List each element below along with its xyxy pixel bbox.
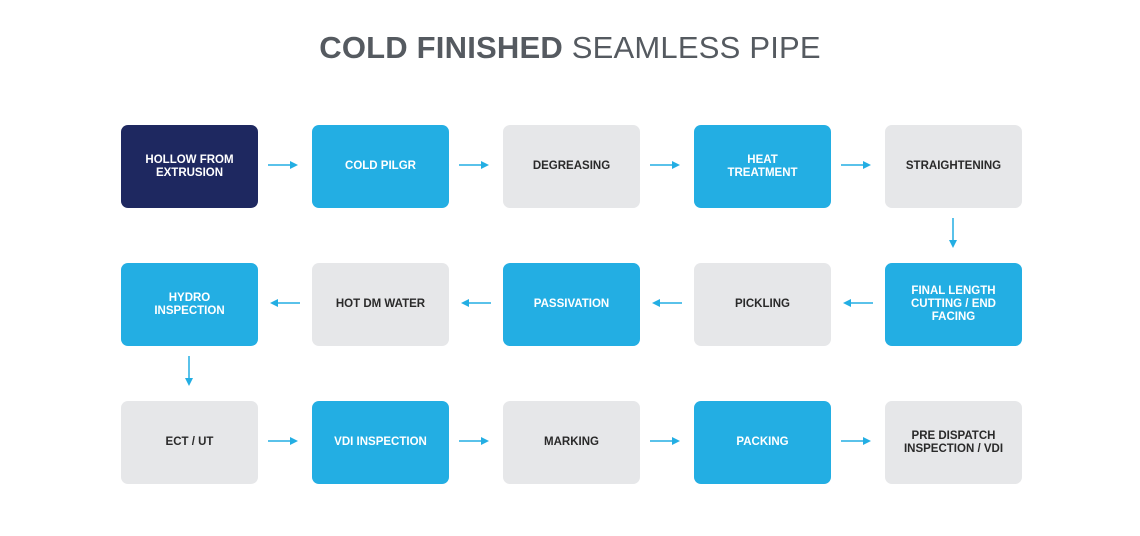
- title-light: SEAMLESS PIPE: [571, 30, 821, 65]
- arrow-right-icon: [268, 160, 298, 170]
- step-pre-dispatch-inspection: PRE DISPATCH INSPECTION / VDI: [885, 401, 1022, 484]
- step-cold-pilgr: COLD PILGR: [312, 125, 449, 208]
- step-packing: PACKING: [694, 401, 831, 484]
- arrow-down-icon: [184, 356, 194, 386]
- arrow-right-icon: [650, 160, 680, 170]
- arrow-left-icon: [270, 298, 300, 308]
- step-hollow-from-extrusion: HOLLOW FROM EXTRUSION: [121, 125, 258, 208]
- arrow-left-icon: [461, 298, 491, 308]
- arrow-right-icon: [268, 436, 298, 446]
- arrow-right-icon: [841, 160, 871, 170]
- step-straightening: STRAIGHTENING: [885, 125, 1022, 208]
- arrow-down-icon: [948, 218, 958, 248]
- arrow-right-icon: [459, 436, 489, 446]
- step-degreasing: DEGREASING: [503, 125, 640, 208]
- arrow-left-icon: [652, 298, 682, 308]
- step-hydro-inspection: HYDRO INSPECTION: [121, 263, 258, 346]
- step-marking: MARKING: [503, 401, 640, 484]
- title-bold: COLD FINISHED: [319, 30, 563, 65]
- arrow-right-icon: [459, 160, 489, 170]
- step-heat-treatment: HEAT TREATMENT: [694, 125, 831, 208]
- arrow-right-icon: [841, 436, 871, 446]
- step-passivation: PASSIVATION: [503, 263, 640, 346]
- step-hot-dm-water: HOT DM WATER: [312, 263, 449, 346]
- step-pickling: PICKLING: [694, 263, 831, 346]
- step-final-length-cutting: FINAL LENGTH CUTTING / END FACING: [885, 263, 1022, 346]
- step-vdi-inspection: VDI INSPECTION: [312, 401, 449, 484]
- arrow-left-icon: [843, 298, 873, 308]
- step-ect-ut: ECT / UT: [121, 401, 258, 484]
- arrow-right-icon: [650, 436, 680, 446]
- page-title: COLD FINISHED SEAMLESS PIPE: [0, 30, 1140, 66]
